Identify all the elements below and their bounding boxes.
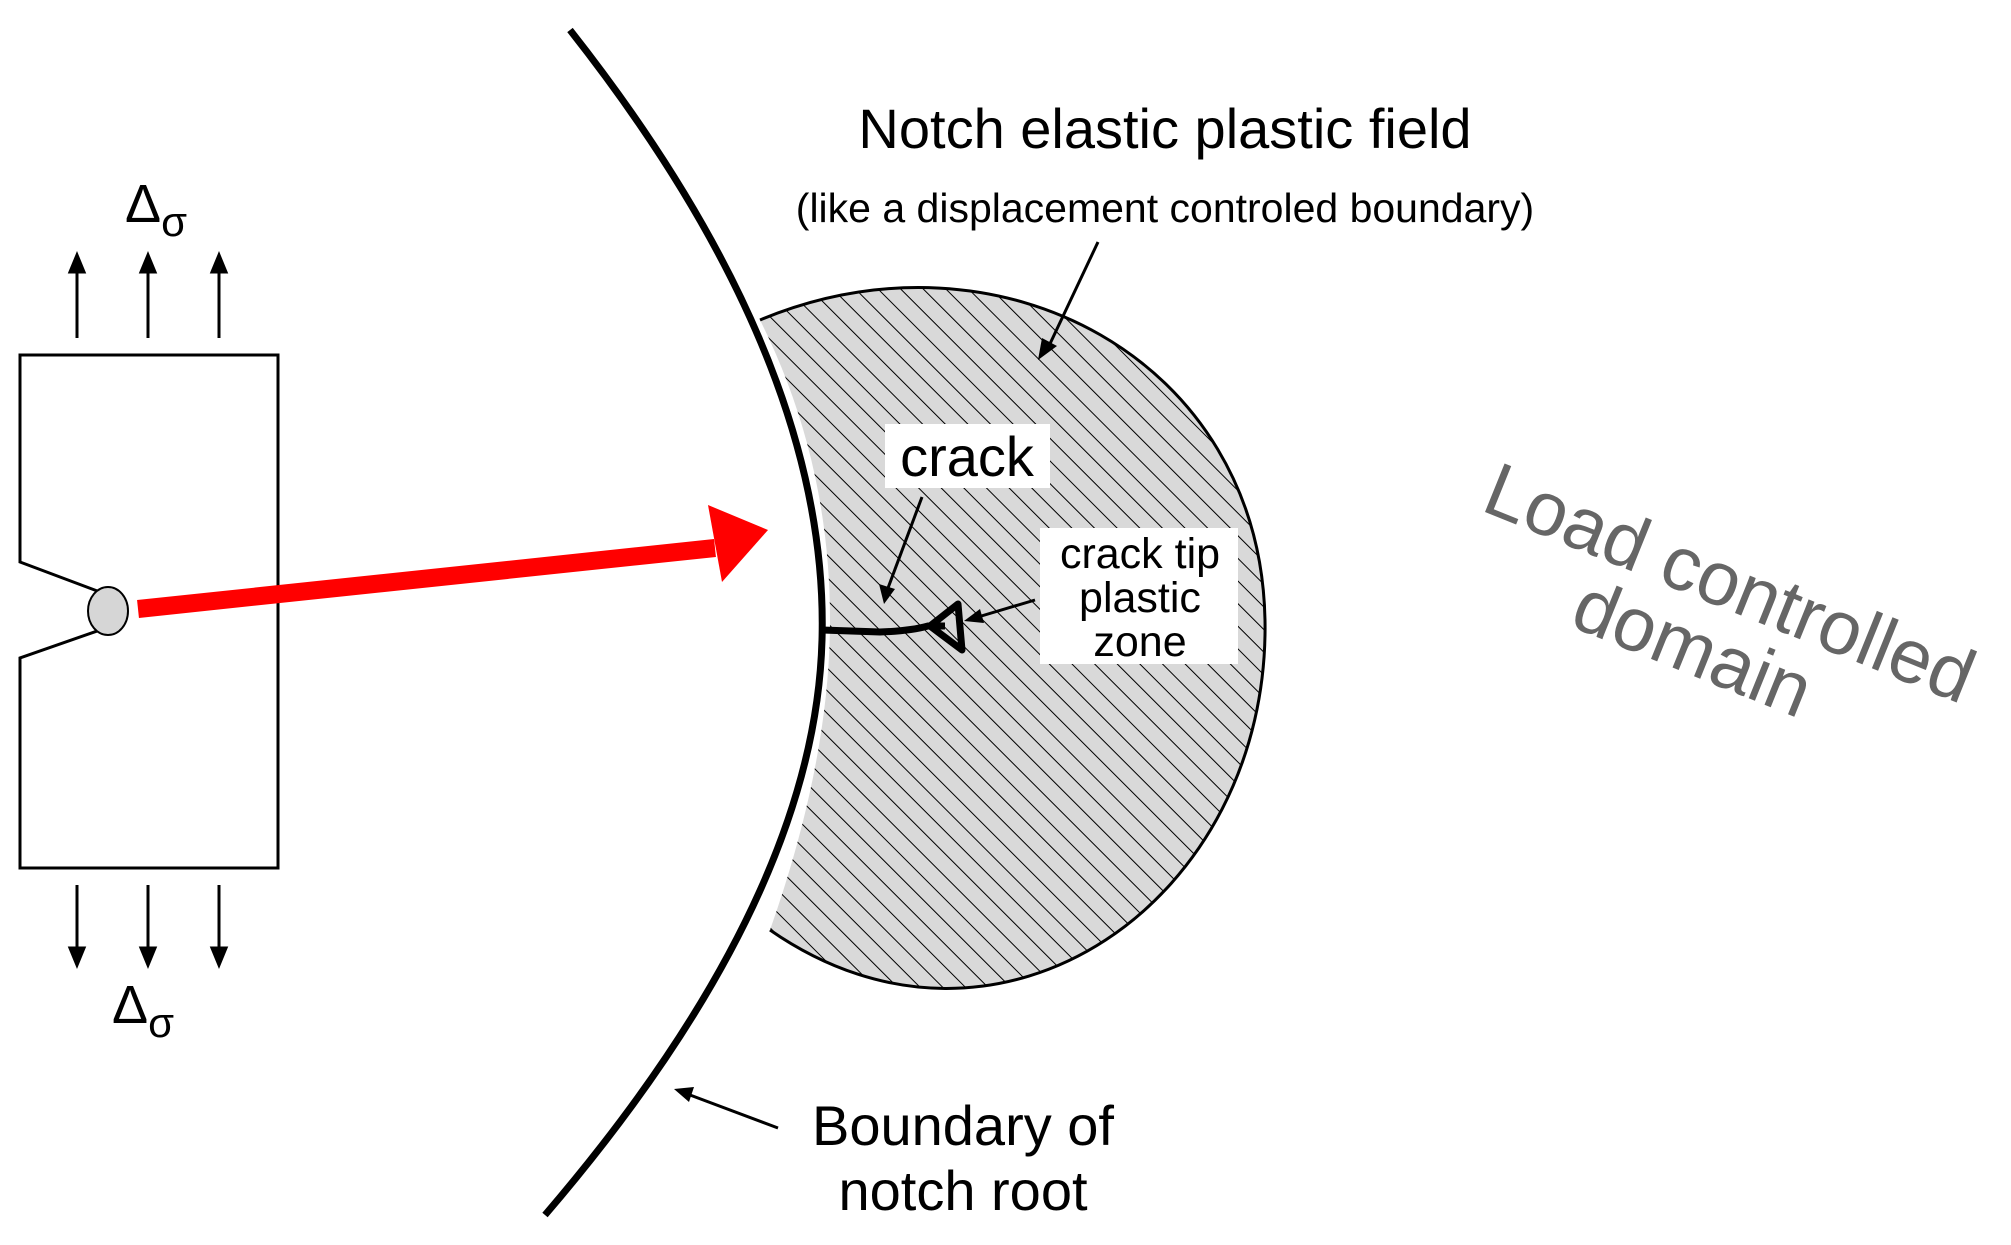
boundary-pointer: [674, 1087, 779, 1130]
notch-root-region: [87, 586, 129, 636]
plastic-zone-label-line1: crack tip: [1060, 530, 1220, 578]
top-load-arrows: [67, 251, 229, 338]
crack-label: crack: [900, 425, 1035, 488]
load-controlled-domain-label: Load controlled domain: [1473, 447, 1987, 735]
crack-tip-plastic-zone: [926, 600, 966, 654]
plastic-zone-label-box: [1040, 528, 1238, 664]
field-pointer: [1038, 241, 1100, 360]
bottom-load-label: Δσ: [112, 975, 174, 1046]
elastic-plastic-field: [759, 286, 1267, 990]
crack-label-box: [885, 424, 1050, 488]
field-subtitle: (like a displacement controled boundary): [796, 185, 1534, 231]
plastic-zone-pointer: [964, 598, 1036, 623]
plastic-zone-label-line3: zone: [1093, 618, 1186, 666]
boundary-label-line2: notch root: [838, 1159, 1087, 1222]
crack-pointer: [879, 496, 924, 604]
top-load-label: Δσ: [125, 174, 187, 245]
field-title: Notch elastic plastic field: [858, 97, 1471, 160]
boundary-label-line1: Boundary of: [812, 1094, 1114, 1157]
plastic-zone-label-line2: plastic: [1079, 574, 1201, 622]
notch-root-boundary: [542, 27, 826, 1218]
bottom-load-arrows: [67, 885, 229, 969]
magnify-arrow: [137, 505, 768, 618]
crack: [821, 600, 966, 654]
